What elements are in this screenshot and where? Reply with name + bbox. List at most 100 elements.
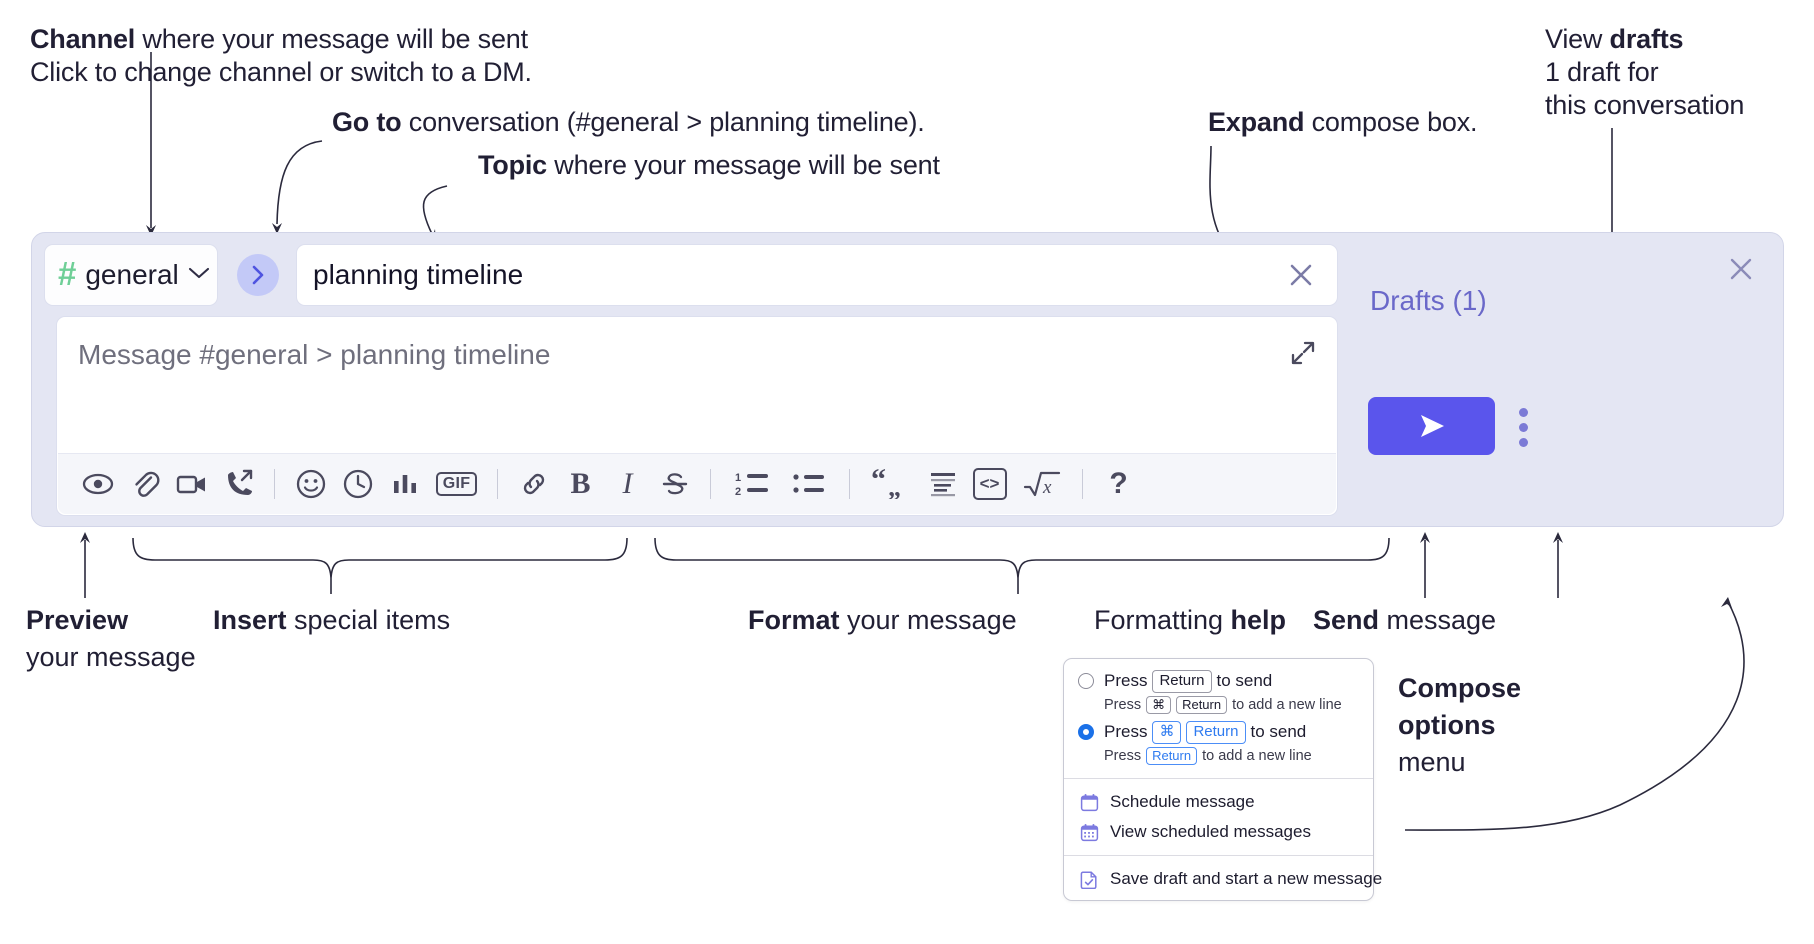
menu-separator xyxy=(1064,778,1373,779)
annotation-send-bold: Send xyxy=(1313,605,1380,635)
radio-2-pre: Press xyxy=(1104,722,1148,742)
compose-options-button[interactable] xyxy=(1510,403,1536,451)
inline-code-icon[interactable]: <> xyxy=(966,461,1013,508)
topic-input[interactable]: planning timeline xyxy=(296,244,1338,306)
annotation-channel-rest: where your message will be sent xyxy=(135,24,528,54)
key-return: Return xyxy=(1176,695,1228,714)
inline-code-label: <> xyxy=(972,468,1007,500)
toolbar-divider xyxy=(710,469,711,499)
italic-label: I xyxy=(622,467,633,500)
preview-icon[interactable] xyxy=(74,461,121,508)
bullet-list-icon[interactable] xyxy=(780,461,837,508)
toolbar-divider xyxy=(497,469,498,499)
bold-label: B xyxy=(570,467,591,500)
draft-check-icon xyxy=(1080,870,1097,889)
drafts-link[interactable]: Drafts (1) xyxy=(1370,285,1487,316)
message-input-area[interactable]: Message #general > planning timeline xyxy=(56,316,1338,516)
emoji-icon[interactable] xyxy=(287,461,334,508)
calendar-grid-icon xyxy=(1080,823,1099,841)
send-button[interactable] xyxy=(1368,397,1495,455)
annotation-insert: Insert special items xyxy=(213,604,450,636)
annotation-insert-bold: Insert xyxy=(213,605,287,635)
annotation-expand: Expand compose box. xyxy=(1208,107,1478,139)
annotation-drafts-title: View drafts xyxy=(1545,24,1684,56)
key-command: ⌘ xyxy=(1152,721,1182,744)
annotation-help: Formatting help xyxy=(1094,604,1286,636)
annotation-topic-bold: Topic xyxy=(478,150,547,180)
code-block-icon[interactable] xyxy=(919,461,966,508)
compose-header-row: # general planning timeline xyxy=(44,244,1338,306)
poll-icon[interactable] xyxy=(381,461,428,508)
annotation-preview-bold: Preview xyxy=(26,605,129,635)
radio-unselected-icon[interactable] xyxy=(1078,673,1094,690)
strikethrough-icon[interactable] xyxy=(651,461,698,508)
menu-radio-option-2[interactable]: Press ⌘ Return to send xyxy=(1064,719,1373,746)
radio-2-post: to send xyxy=(1250,722,1307,742)
svg-text:x: x xyxy=(1042,477,1052,498)
close-icon[interactable] xyxy=(1281,255,1321,295)
gif-icon[interactable]: GIF xyxy=(428,461,485,508)
annotation-send-rest: message xyxy=(1379,605,1497,635)
toolbar-divider xyxy=(849,469,850,499)
italic-icon[interactable]: I xyxy=(604,461,651,508)
annotation-channel-bold: Channel xyxy=(30,24,136,54)
menu-separator xyxy=(1064,855,1373,856)
annotation-expand-rest: compose box. xyxy=(1304,107,1478,137)
link-icon[interactable] xyxy=(510,461,557,508)
help-label: ? xyxy=(1109,467,1128,500)
compose-inner: # general planning timeline M xyxy=(44,244,1338,516)
annotation-drafts-sub-1: 1 draft for xyxy=(1545,57,1659,87)
topic-value: planning timeline xyxy=(313,259,524,290)
dot xyxy=(1518,437,1528,447)
menu-item-label: Save draft and start a new message xyxy=(1110,869,1383,888)
blockquote-icon[interactable]: “ „ xyxy=(862,461,919,508)
ordered-list-icon[interactable]: 1 2 xyxy=(723,461,780,508)
menu-item-view-scheduled[interactable]: View scheduled messages xyxy=(1064,817,1373,847)
help-icon[interactable]: ? xyxy=(1095,461,1142,508)
call-icon[interactable] xyxy=(215,461,262,508)
paper-plane-icon xyxy=(1420,415,1444,437)
video-icon[interactable] xyxy=(168,461,215,508)
annotation-channel-title: Channel where your message will be sent xyxy=(30,24,528,56)
annotation-topic-rest: where your message will be sent xyxy=(547,150,940,180)
clock-icon[interactable] xyxy=(334,461,381,508)
key-return: Return xyxy=(1186,721,1246,744)
menu-item-schedule-message[interactable]: Schedule message xyxy=(1064,787,1373,817)
menu-radio-option-2-sub: Press Return to add a new line xyxy=(1064,746,1373,770)
key-return: Return xyxy=(1146,746,1198,765)
annotation-compose-options-l2: options xyxy=(1398,710,1496,740)
annotation-compose-options-l3: menu xyxy=(1398,747,1466,777)
annotation-drafts-pre: View xyxy=(1545,24,1610,54)
chevron-down-icon xyxy=(188,266,210,285)
calendar-icon xyxy=(1080,793,1099,811)
dot xyxy=(1518,407,1528,417)
sub-2-pre: Press xyxy=(1104,747,1142,764)
annotation-goto-rest: conversation (#general > planning timeli… xyxy=(401,107,925,137)
menu-radio-option-1[interactable]: Press Return to send xyxy=(1064,668,1373,695)
annotation-compose-options-l1: Compose xyxy=(1398,673,1522,703)
dot xyxy=(1518,422,1528,432)
annotation-send: Send message xyxy=(1313,604,1496,636)
annotation-drafts-sub-2: this conversation xyxy=(1545,90,1745,120)
svg-text:“: “ xyxy=(871,469,886,496)
annotation-format: Format your message xyxy=(748,604,1017,636)
expand-diagonal-icon[interactable] xyxy=(1283,333,1323,373)
math-icon[interactable]: x xyxy=(1013,461,1070,508)
message-placeholder: Message #general > planning timeline xyxy=(78,339,551,370)
radio-option-2-text: Press ⌘ Return to send xyxy=(1104,721,1306,744)
bold-icon[interactable]: B xyxy=(557,461,604,508)
panel-close-icon[interactable] xyxy=(1721,249,1761,289)
hash-icon: # xyxy=(58,255,77,292)
svg-text:1: 1 xyxy=(735,472,741,484)
menu-item-label: Schedule message xyxy=(1110,792,1255,811)
menu-item-save-draft[interactable]: Save draft and start a new message xyxy=(1064,864,1382,894)
annotation-goto: Go to conversation (#general > planning … xyxy=(332,107,925,139)
annotation-help-bold: help xyxy=(1230,605,1287,635)
goto-conversation-button[interactable] xyxy=(237,254,279,296)
channel-name: general xyxy=(85,259,179,290)
sub-2-post: to add a new line xyxy=(1202,747,1312,764)
channel-selector[interactable]: # general xyxy=(44,244,218,306)
radio-selected-icon[interactable] xyxy=(1078,724,1094,741)
svg-text:„: „ xyxy=(888,473,901,499)
attachment-icon[interactable] xyxy=(121,461,168,508)
